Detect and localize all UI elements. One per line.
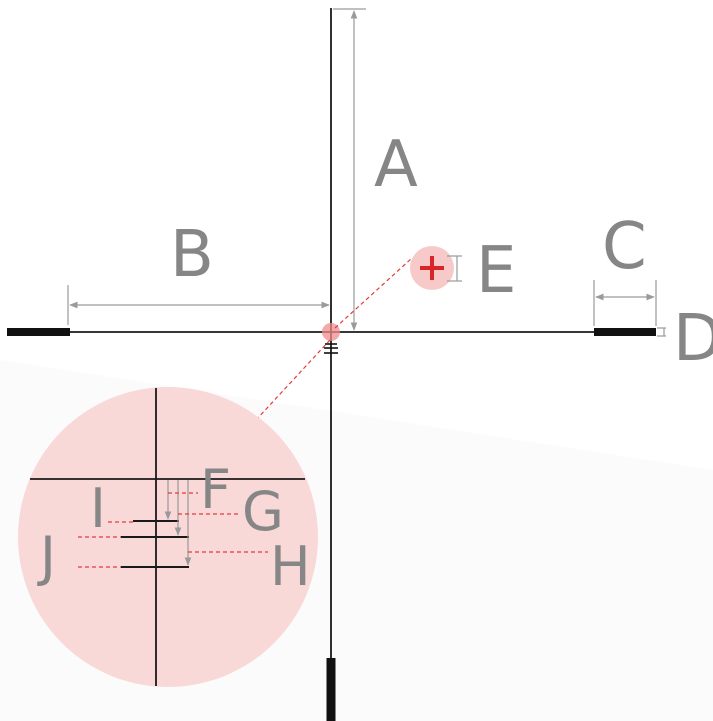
dot-leader-line	[334, 257, 413, 329]
dimension-d: D	[657, 302, 713, 376]
dimension-b: B	[67, 218, 330, 325]
label-h: H	[270, 535, 311, 598]
zoom-detail: F G H I J	[18, 387, 318, 687]
dimension-c: C	[593, 210, 657, 326]
dimension-a: A	[333, 8, 418, 331]
label-i: I	[90, 477, 106, 540]
label-d: D	[673, 302, 713, 376]
label-a: A	[374, 128, 418, 202]
label-c: C	[602, 210, 647, 284]
dimension-e: E	[334, 234, 516, 329]
label-g: G	[242, 480, 284, 543]
label-j: J	[37, 525, 56, 588]
label-f: F	[200, 458, 231, 521]
label-b: B	[170, 218, 214, 292]
label-e: E	[476, 234, 516, 308]
